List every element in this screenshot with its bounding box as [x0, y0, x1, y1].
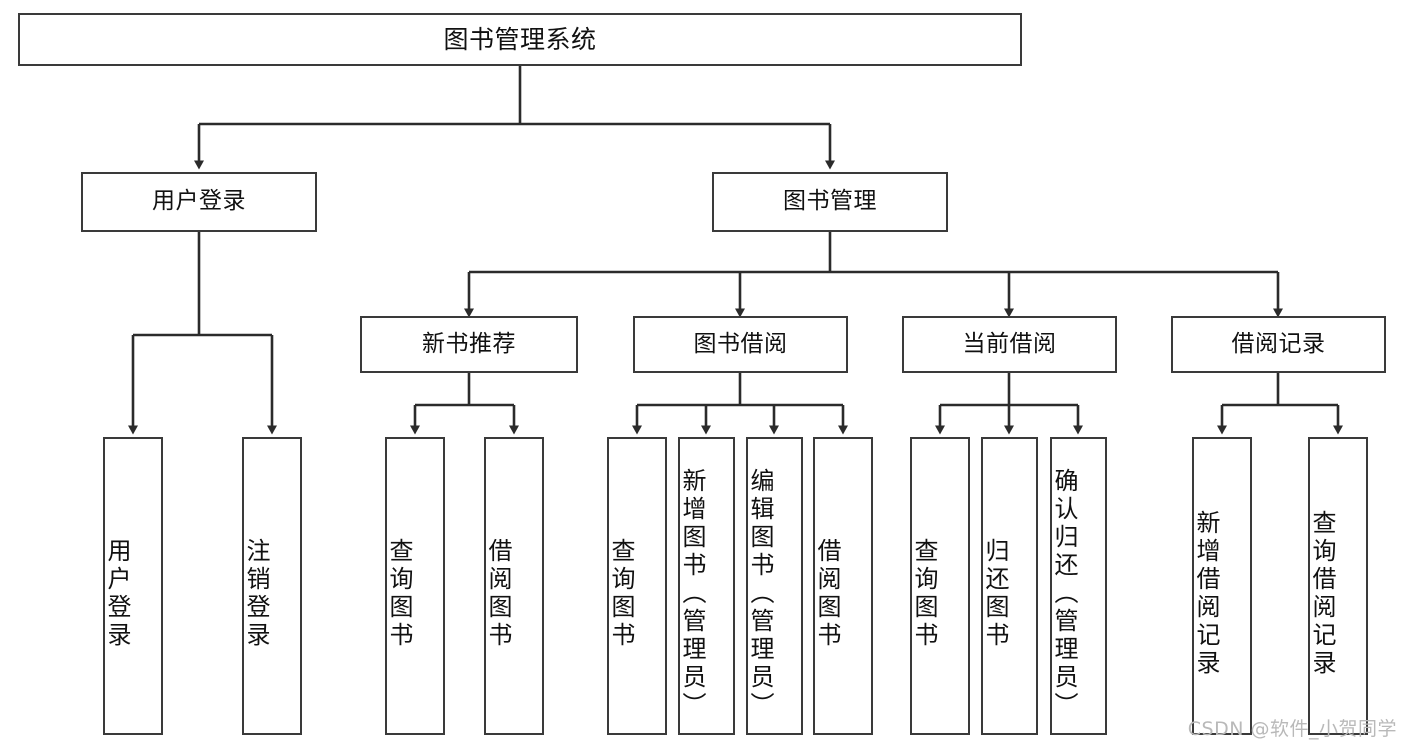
node-user-login[interactable]: 用户登录 — [81, 172, 317, 232]
node-leaf-return-book-label: 归还图书 — [981, 538, 1009, 650]
node-book-borrow[interactable]: 图书借阅 — [633, 316, 848, 373]
node-root-label: 图书管理系统 — [443, 24, 597, 54]
node-leaf-add-record-label: 新增借阅记录 — [1192, 510, 1220, 678]
node-leaf-edit-book-label: 编辑图书（管理员） — [746, 468, 774, 720]
node-book-manage-label: 图书管理 — [783, 188, 877, 215]
node-new-book-rec[interactable]: 新书推荐 — [360, 316, 578, 373]
node-leaf-borrow-book-1[interactable]: 借阅图书 — [484, 437, 544, 735]
node-leaf-add-book[interactable]: 新增图书（管理员） — [678, 437, 735, 735]
node-leaf-borrow-book-2-label: 借阅图书 — [813, 538, 841, 650]
node-leaf-user-login[interactable]: 用户登录 — [103, 437, 163, 735]
node-leaf-logout[interactable]: 注销登录 — [242, 437, 302, 735]
node-leaf-query-book-3-label: 查询图书 — [910, 538, 938, 650]
node-leaf-add-record[interactable]: 新增借阅记录 — [1192, 437, 1252, 735]
node-leaf-add-book-label: 新增图书（管理员） — [678, 468, 706, 720]
node-leaf-borrow-book-2[interactable]: 借阅图书 — [813, 437, 873, 735]
node-new-book-rec-label: 新书推荐 — [422, 330, 516, 357]
node-leaf-query-record[interactable]: 查询借阅记录 — [1308, 437, 1368, 735]
node-leaf-confirm-return[interactable]: 确认归还（管理员） — [1050, 437, 1107, 735]
node-book-borrow-label: 图书借阅 — [693, 330, 788, 357]
node-root[interactable]: 图书管理系统 — [18, 13, 1022, 66]
node-current-borrow[interactable]: 当前借阅 — [902, 316, 1117, 373]
node-leaf-return-book[interactable]: 归还图书 — [981, 437, 1038, 735]
node-borrow-record-label: 借阅记录 — [1231, 330, 1326, 357]
node-borrow-record[interactable]: 借阅记录 — [1171, 316, 1386, 373]
node-leaf-logout-label: 注销登录 — [242, 538, 270, 650]
node-user-login-label: 用户登录 — [152, 188, 246, 215]
node-leaf-borrow-book-1-label: 借阅图书 — [484, 538, 512, 650]
node-leaf-confirm-return-label: 确认归还（管理员） — [1050, 468, 1078, 720]
node-leaf-user-login-label: 用户登录 — [103, 538, 131, 650]
node-leaf-query-book-3[interactable]: 查询图书 — [910, 437, 970, 735]
node-leaf-query-book-1-label: 查询图书 — [385, 538, 413, 650]
node-leaf-query-book-1[interactable]: 查询图书 — [385, 437, 445, 735]
node-leaf-query-book-2-label: 查询图书 — [607, 538, 635, 650]
node-leaf-edit-book[interactable]: 编辑图书（管理员） — [746, 437, 803, 735]
node-leaf-query-book-2[interactable]: 查询图书 — [607, 437, 667, 735]
node-current-borrow-label: 当前借阅 — [962, 330, 1057, 357]
node-leaf-query-record-label: 查询借阅记录 — [1308, 510, 1336, 678]
node-book-manage[interactable]: 图书管理 — [712, 172, 948, 232]
